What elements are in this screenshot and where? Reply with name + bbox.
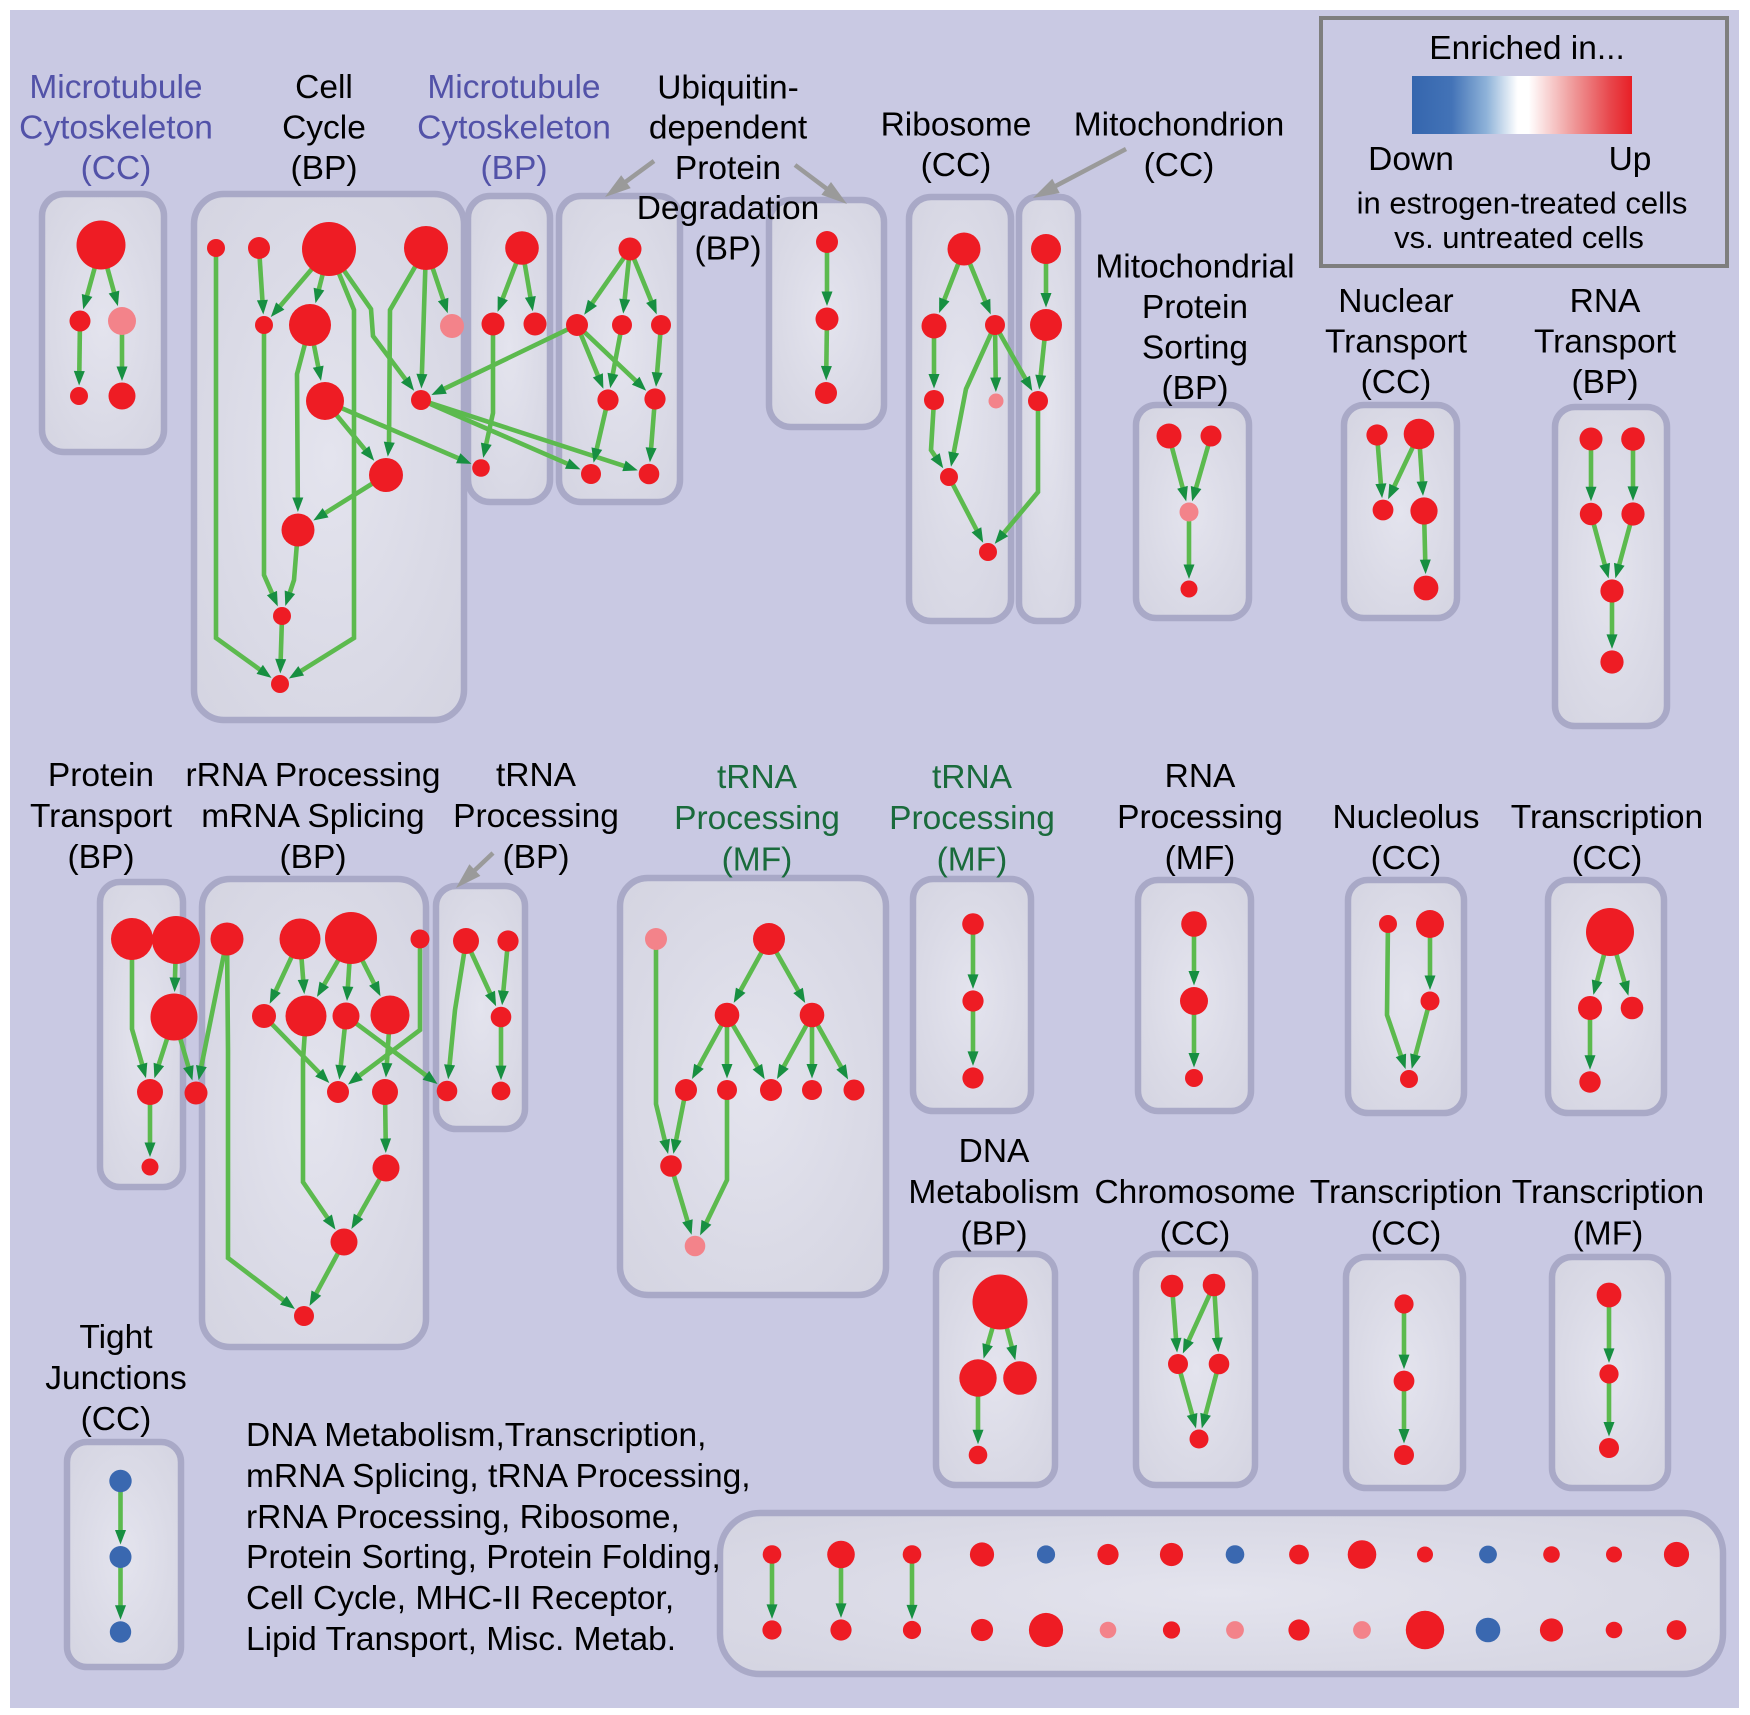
svg-text:Microtubule: Microtubule xyxy=(427,69,600,106)
svg-text:(BP): (BP) xyxy=(695,230,762,267)
svg-text:vs. untreated cells: vs. untreated cells xyxy=(1394,220,1644,255)
svg-text:(BP): (BP) xyxy=(1162,370,1229,407)
svg-text:Tight: Tight xyxy=(79,1319,153,1356)
svg-text:Degradation: Degradation xyxy=(637,190,820,227)
svg-text:tRNA: tRNA xyxy=(496,757,577,794)
svg-text:Protein: Protein xyxy=(48,757,154,794)
svg-text:Cycle: Cycle xyxy=(282,110,366,147)
svg-text:Ribosome: Ribosome xyxy=(881,107,1032,144)
svg-text:Chromosome: Chromosome xyxy=(1094,1174,1295,1211)
svg-text:Nucleolus: Nucleolus xyxy=(1332,799,1479,836)
svg-text:(BP): (BP) xyxy=(481,150,548,187)
svg-text:Junctions: Junctions xyxy=(45,1360,187,1397)
svg-text:Cell: Cell xyxy=(295,69,353,106)
svg-text:tRNA: tRNA xyxy=(717,759,798,796)
svg-text:Down: Down xyxy=(1368,141,1454,178)
svg-text:dependent: dependent xyxy=(649,110,808,147)
svg-text:Enriched in...: Enriched in... xyxy=(1429,30,1625,67)
svg-text:(CC): (CC) xyxy=(81,1401,152,1438)
svg-text:Transcription: Transcription xyxy=(1310,1174,1502,1211)
svg-text:Cell Cycle, MHC-II Receptor,: Cell Cycle, MHC-II Receptor, xyxy=(246,1580,674,1617)
svg-text:(CC): (CC) xyxy=(1572,840,1643,877)
svg-text:in estrogen-treated cells: in estrogen-treated cells xyxy=(1357,186,1688,221)
svg-text:(BP): (BP) xyxy=(961,1216,1028,1253)
svg-text:(MF): (MF) xyxy=(1573,1216,1644,1253)
svg-text:Sorting: Sorting xyxy=(1142,330,1248,367)
svg-text:Microtubule: Microtubule xyxy=(29,69,202,106)
svg-text:Transcription: Transcription xyxy=(1511,799,1703,836)
svg-text:mRNA Splicing: mRNA Splicing xyxy=(201,798,424,835)
svg-text:Processing: Processing xyxy=(889,800,1055,837)
svg-text:Processing: Processing xyxy=(674,800,840,837)
svg-text:Nuclear: Nuclear xyxy=(1338,283,1453,320)
svg-text:(CC): (CC) xyxy=(1160,1216,1231,1253)
svg-text:Protein Sorting, Protein Foldi: Protein Sorting, Protein Folding, xyxy=(246,1539,721,1576)
svg-text:(BP): (BP) xyxy=(291,150,358,187)
svg-text:Metabolism: Metabolism xyxy=(908,1174,1079,1211)
svg-text:tRNA: tRNA xyxy=(932,759,1013,796)
svg-text:(MF): (MF) xyxy=(937,842,1008,879)
svg-text:(BP): (BP) xyxy=(503,839,570,876)
svg-text:Up: Up xyxy=(1609,141,1652,178)
svg-text:(MF): (MF) xyxy=(722,842,793,879)
svg-text:Cytoskeleton: Cytoskeleton xyxy=(19,110,213,147)
svg-text:Mitochondrial: Mitochondrial xyxy=(1095,249,1294,286)
svg-text:(CC): (CC) xyxy=(1371,1216,1442,1253)
svg-text:rRNA Processing, Ribosome,: rRNA Processing, Ribosome, xyxy=(246,1499,680,1536)
svg-text:(BP): (BP) xyxy=(1572,364,1639,401)
svg-text:(CC): (CC) xyxy=(81,150,152,187)
svg-text:Lipid Transport, Misc. Metab.: Lipid Transport, Misc. Metab. xyxy=(246,1621,676,1658)
svg-text:RNA: RNA xyxy=(1165,758,1236,795)
svg-text:(CC): (CC) xyxy=(921,147,992,184)
svg-text:(CC): (CC) xyxy=(1361,364,1432,401)
svg-text:rRNA Processing: rRNA Processing xyxy=(185,757,440,794)
svg-text:(BP): (BP) xyxy=(280,839,347,876)
svg-text:Cytoskeleton: Cytoskeleton xyxy=(417,110,611,147)
svg-text:(CC): (CC) xyxy=(1371,840,1442,877)
svg-text:Ubiquitin-: Ubiquitin- xyxy=(657,70,799,107)
svg-text:RNA: RNA xyxy=(1570,283,1641,320)
svg-text:Processing: Processing xyxy=(453,798,619,835)
svg-text:(BP): (BP) xyxy=(68,839,135,876)
svg-text:Processing: Processing xyxy=(1117,799,1283,836)
svg-text:(CC): (CC) xyxy=(1144,147,1215,184)
svg-text:(MF): (MF) xyxy=(1165,840,1236,877)
svg-text:Transport: Transport xyxy=(30,798,173,835)
svg-text:mRNA Splicing, tRNA Processing: mRNA Splicing, tRNA Processing, xyxy=(246,1458,751,1495)
svg-text:Protein: Protein xyxy=(1142,289,1248,326)
svg-text:Mitochondrion: Mitochondrion xyxy=(1074,107,1284,144)
svg-text:DNA Metabolism,Transcription,: DNA Metabolism,Transcription, xyxy=(246,1417,706,1454)
svg-text:Transcription: Transcription xyxy=(1512,1174,1704,1211)
svg-text:Transport: Transport xyxy=(1325,324,1468,361)
svg-text:Protein: Protein xyxy=(675,150,781,187)
svg-text:Transport: Transport xyxy=(1534,324,1677,361)
svg-text:DNA: DNA xyxy=(959,1133,1030,1170)
